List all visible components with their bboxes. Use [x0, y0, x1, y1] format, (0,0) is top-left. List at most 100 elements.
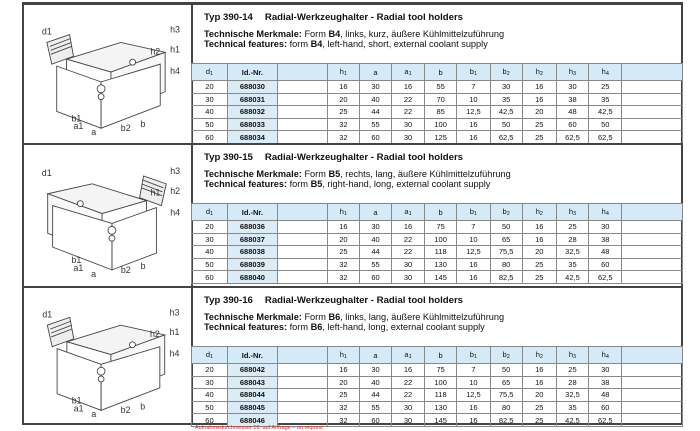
drawing-label: h4 [170, 208, 180, 218]
footnote: Aufnahmedurchmesser 16: auf Anfrage – on… [195, 425, 323, 431]
table-cell: 55 [358, 400, 393, 415]
table-cell: 40 [191, 105, 228, 119]
drawing-label: a [91, 127, 96, 137]
table-cell: 85 [424, 105, 458, 119]
table-cell: 55 [358, 257, 393, 272]
table-cell: 7 [456, 220, 491, 234]
table-cell: 55 [358, 117, 393, 132]
id-number-cell: 688030 [226, 80, 278, 94]
table-cell: 16 [326, 80, 360, 94]
table-cell: 40 [358, 232, 393, 247]
drawing-label: a [91, 409, 96, 419]
table-cell: 16 [456, 130, 491, 144]
table-cell [621, 400, 683, 415]
column-header-b1: b1 [456, 346, 491, 364]
table-cell: 16 [521, 363, 557, 377]
table-cell: 80 [489, 257, 523, 272]
table-cell: 16 [456, 413, 491, 427]
table-cell: 25 [326, 105, 360, 119]
table-cell: 32 [326, 257, 360, 272]
drawing-label: b1 [72, 395, 82, 405]
table-cell: 48 [588, 245, 623, 259]
type-number: Typ 390-16 [204, 295, 253, 306]
column-header-b1: b1 [456, 203, 491, 221]
table-cell: 35 [555, 400, 590, 415]
table-cell [621, 232, 683, 247]
table-cell: 30 [191, 375, 228, 390]
column-header-h4: h4 [588, 203, 623, 221]
table-cell: 38 [588, 375, 623, 390]
table-cell: 60 [588, 400, 623, 415]
table-cell: 16 [521, 232, 557, 247]
table-cell: 10 [456, 92, 491, 107]
table-cell: 16 [456, 117, 491, 132]
drawing-label: d1 [42, 27, 52, 37]
drawing-label: d1 [42, 168, 52, 178]
table-cell: 40 [191, 388, 228, 402]
table-cell: 22 [391, 375, 426, 390]
table-cell [621, 220, 683, 234]
column-header [276, 203, 328, 221]
drawing-label: a1 [73, 263, 83, 273]
column-header-a: a [358, 63, 393, 81]
table-cell: 42,5 [588, 105, 623, 119]
id-number-cell: 688042 [226, 363, 278, 377]
column-header-d1: d1 [191, 203, 228, 221]
table-cell: 80 [489, 400, 523, 415]
table-cell [276, 80, 328, 94]
drawing-label: b [141, 119, 146, 129]
table-cell: 60 [191, 413, 228, 427]
table-cell [621, 117, 683, 132]
table-cell: 50 [191, 257, 228, 272]
table-cell: 16 [391, 80, 426, 94]
table-cell: 32 [326, 130, 360, 144]
table-cell: 25 [521, 130, 557, 144]
column-header-h2: h2 [521, 203, 557, 221]
drawing-label: h2 [150, 46, 160, 56]
drawing-label: b2 [121, 123, 131, 133]
features-english: Technical features: form B6, left-hand, … [204, 322, 485, 332]
table-cell: 118 [424, 245, 458, 259]
table-cell: 75 [424, 363, 458, 377]
features-english: Technical features: form B4, left-hand, … [204, 39, 488, 49]
table-cell: 35 [489, 92, 523, 107]
column-header-h1: h1 [326, 203, 360, 221]
drawing-label: h1 [150, 188, 160, 198]
id-number-cell: 688046 [226, 413, 278, 427]
table-cell: 60 [191, 130, 228, 144]
table-cell: 20 [191, 220, 228, 234]
table-cell: 62,5 [555, 130, 590, 144]
table-cell [621, 363, 683, 377]
table-cell: 30 [391, 413, 426, 427]
table-cell: 125 [424, 130, 458, 144]
id-number-cell: 688038 [226, 245, 278, 259]
table-cell: 16 [391, 363, 426, 377]
table-cell: 118 [424, 388, 458, 402]
table-cell: 30 [191, 92, 228, 107]
table-cell: 42,5 [555, 270, 590, 284]
table-cell: 100 [424, 117, 458, 132]
table-cell: 16 [521, 220, 557, 234]
table-cell: 20 [521, 388, 557, 402]
table-cell [621, 413, 683, 427]
table-cell [276, 117, 328, 132]
product-name: Radial-Werkzeughalter - Radial tool hold… [264, 152, 464, 163]
table-cell: 16 [326, 220, 360, 234]
table-cell: 60 [555, 117, 590, 132]
